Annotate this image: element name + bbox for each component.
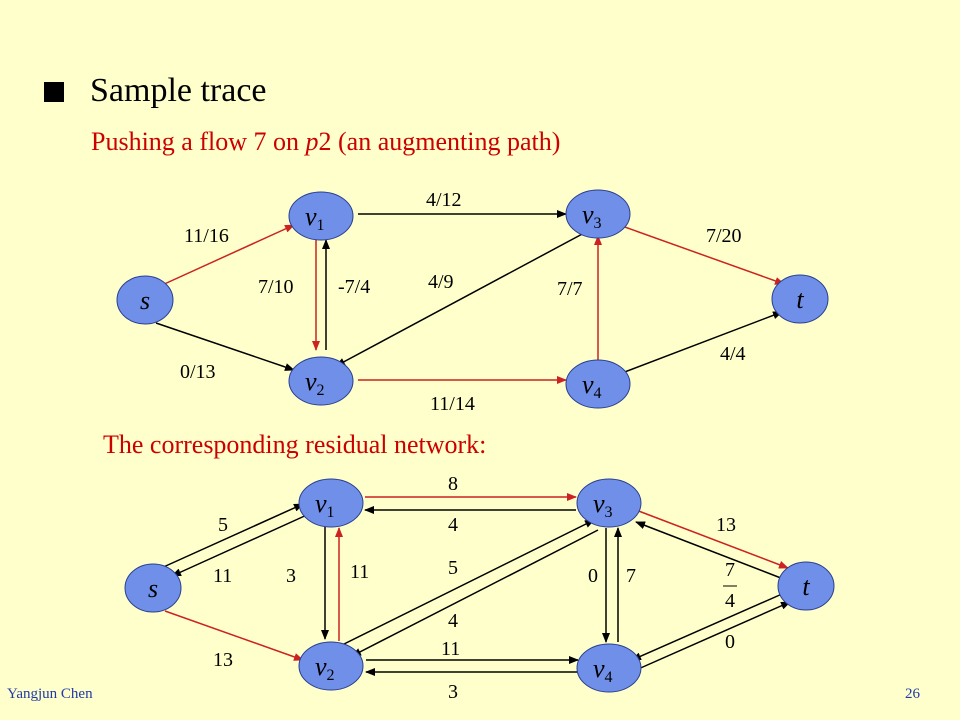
- flow-node-v4-sub: 4: [594, 385, 602, 402]
- flow-node-v3-label: v: [582, 200, 594, 229]
- res-edge-v3-t: [635, 509, 789, 569]
- flow-edge-v4-t: [621, 311, 783, 374]
- res-edge-v1-s: [171, 513, 310, 577]
- flow-label-v3-t: 7/20: [706, 225, 742, 247]
- flow-label-v2-v1: -7/4: [338, 276, 370, 298]
- res-node-v1-sub: 1: [327, 504, 335, 521]
- res-edge-t-v4: [631, 593, 783, 661]
- flow-label-v1-v2: 7/10: [258, 276, 294, 298]
- flow-node-t-label: t: [796, 285, 804, 314]
- res-node-v2-label: v: [315, 652, 327, 681]
- flow-node-v1-label: v: [305, 202, 317, 231]
- flow-label-v3-v2: 4/9: [428, 271, 454, 293]
- svg-text:v2: v2: [315, 652, 335, 684]
- res-node-v4-sub: 4: [605, 669, 613, 686]
- footer-author: Yangjun Chen: [7, 686, 93, 702]
- res-label-v4-t: 0: [725, 631, 735, 653]
- res-label-v3-v1: 4: [448, 514, 458, 536]
- flow-node-v4: v4: [565, 359, 631, 409]
- svg-text:v4: v4: [582, 370, 602, 402]
- res-node-v2-sub: 2: [327, 667, 335, 684]
- res-node-v3-sub: 3: [605, 504, 613, 521]
- flow-node-t: t: [771, 274, 829, 324]
- res-node-v3: v3: [576, 478, 642, 528]
- flow-node-s-label: s: [140, 286, 150, 315]
- res-node-v4: v4: [576, 643, 642, 693]
- res-label-v1-v3: 8: [448, 473, 458, 495]
- svg-text:v3: v3: [582, 200, 602, 232]
- res-label-s-v1: 5: [218, 514, 228, 536]
- subtitle-em: p: [305, 127, 319, 156]
- svg-text:v3: v3: [593, 489, 613, 521]
- res-label-v1-s: 11: [213, 565, 232, 587]
- svg-text:s: s: [148, 574, 158, 603]
- subtitle-post: 2 (an augmenting path): [318, 127, 561, 156]
- flow-node-v4-label: v: [582, 370, 594, 399]
- svg-text:v1: v1: [305, 202, 325, 234]
- page-number: 26: [905, 686, 920, 702]
- res-label-s-v2: 13: [213, 649, 233, 671]
- flow-label-v4-v3: 7/7: [557, 278, 583, 300]
- res-node-v4-label: v: [593, 654, 605, 683]
- res-node-v2: v2: [298, 641, 364, 691]
- res-label-v4-v2: 3: [448, 681, 458, 703]
- svg-text:v4: v4: [593, 654, 613, 686]
- res-label-v2-v1: 11: [350, 561, 369, 583]
- res-node-v1-label: v: [315, 489, 327, 518]
- res-node-v3-label: v: [593, 489, 605, 518]
- flow-label-s-v2: 0/13: [180, 361, 216, 383]
- svg-text:v1: v1: [315, 489, 335, 521]
- res-node-t: t: [777, 561, 835, 611]
- res-label-t-v3: 7: [725, 559, 735, 581]
- flow-node-v1-sub: 1: [317, 217, 325, 234]
- flow-label-v4-t: 4/4: [720, 343, 746, 365]
- residual-network-title: The corresponding residual network:: [103, 430, 487, 459]
- flow-node-v2: v2: [288, 356, 354, 406]
- svg-text:t: t: [796, 285, 804, 314]
- flow-label-s-v1: 11/16: [184, 225, 229, 247]
- res-label-v3-t: 13: [716, 514, 736, 536]
- flow-node-v2-sub: 2: [317, 382, 325, 399]
- slide-subtitle: Pushing a flow 7 on p2 (an augmenting pa…: [91, 127, 560, 157]
- res-edge-s-v1: [158, 503, 304, 570]
- res-edge-v3-v2: [351, 529, 599, 657]
- flow-edge-v3-v2: [335, 231, 587, 367]
- flow-node-v3: v3: [565, 189, 631, 239]
- flow-node-s: s: [116, 275, 174, 325]
- res-label-v2-v3: 5: [448, 557, 458, 579]
- svg-text:t: t: [802, 572, 810, 601]
- bullet-square-icon: [44, 82, 64, 102]
- svg-text:v2: v2: [305, 367, 325, 399]
- flow-node-v2-label: v: [305, 367, 317, 396]
- res-label-v3-v4: 0: [588, 565, 598, 587]
- res-node-v1: v1: [298, 478, 364, 528]
- flow-node-v1: v1: [288, 191, 354, 241]
- res-label-t-v4: 4: [725, 590, 735, 612]
- res-label-v1-v2: 3: [286, 565, 296, 587]
- flow-node-v3-sub: 3: [594, 215, 602, 232]
- res-edge-t-v3: [635, 521, 787, 581]
- subtitle-pre: Pushing a flow 7 on: [91, 127, 306, 156]
- res-label-v2-v4: 11: [441, 638, 460, 660]
- flow-label-v1-v3: 4/12: [426, 189, 462, 211]
- res-node-s: s: [124, 563, 182, 613]
- res-edge-v4-t: [635, 601, 791, 671]
- res-node-s-label: s: [148, 574, 158, 603]
- res-label-v3-v2: 4: [448, 610, 458, 632]
- flow-network: 11/16 0/13 4/12 7/10 -7/4 4/9 7/7 11/14 …: [116, 189, 829, 415]
- slide-title: Sample trace: [90, 72, 267, 109]
- flow-edge-s-v2: [155, 322, 295, 371]
- residual-network: 5 11 13 3 11 8 4 5 4 11 3 0 7 13 7 4 0 s…: [124, 473, 835, 703]
- flow-edge-v3-t: [621, 225, 785, 285]
- svg-text:s: s: [140, 286, 150, 315]
- flow-label-v2-v4: 11/14: [430, 393, 475, 415]
- res-edge-s-v2: [164, 610, 304, 661]
- res-node-t-label: t: [802, 572, 810, 601]
- res-label-v4-v3: 7: [626, 565, 636, 587]
- res-edge-v2-v3: [339, 519, 595, 647]
- flow-edge-s-v1: [159, 224, 295, 287]
